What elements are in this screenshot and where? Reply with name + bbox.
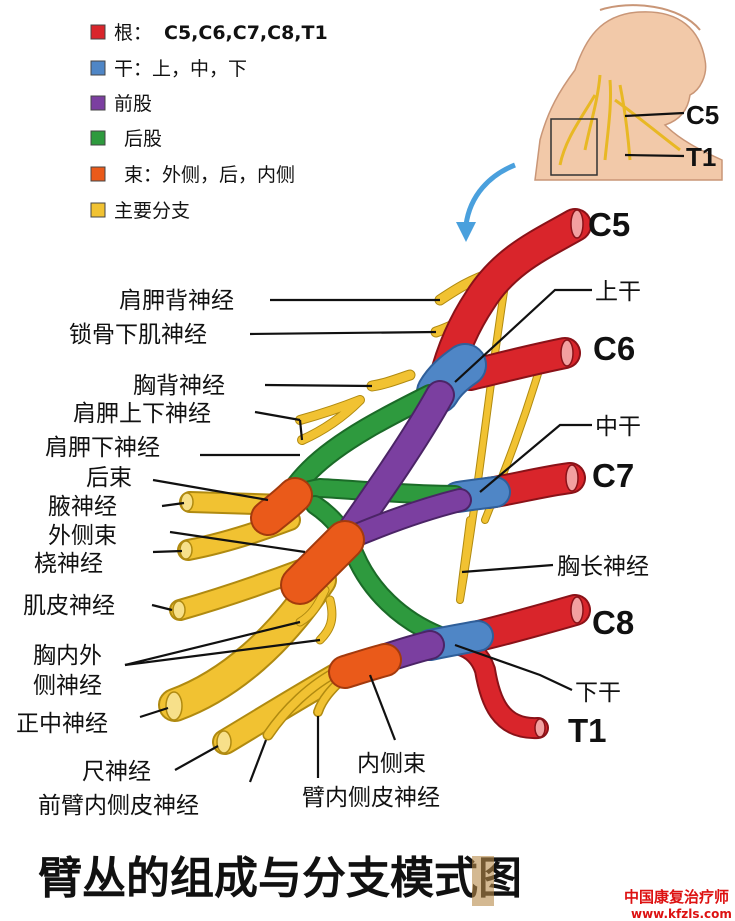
label-musculocutaneous: 肌皮神经 — [23, 593, 115, 619]
axillary-end — [180, 492, 194, 512]
subscapular-bracket — [298, 419, 304, 441]
inset-label-c5: C5 — [686, 100, 719, 130]
watermark: 中国康复治疗师 www.kfzls.com — [472, 856, 732, 921]
watermark-site: 中国康复治疗师 — [624, 888, 729, 906]
label-lateral-cord: 外侧束 — [48, 523, 117, 549]
label-subscapular-upper-lower: 肩胛上下神经 — [73, 401, 211, 427]
radial-leader — [152, 549, 183, 554]
subscapular-branches — [296, 396, 364, 444]
label-pectoral-line2: 侧神经 — [33, 673, 102, 699]
legend-label-cord: 束：外侧，后，内侧 — [124, 164, 295, 186]
arrow-head — [456, 222, 476, 242]
axillary-leader — [161, 501, 185, 508]
label-lower-subscapular: 肩胛下神经 — [45, 435, 160, 461]
median-end — [165, 691, 183, 721]
c8-end — [570, 596, 584, 624]
diagram-title: 臂丛的组成与分支模式图 — [38, 853, 522, 904]
t1-end — [534, 718, 546, 738]
legend-label-posterior: 后股 — [124, 128, 162, 150]
label-radial: 桡神经 — [34, 551, 103, 577]
leader-lines — [124, 288, 592, 783]
neck-silhouette — [534, 11, 723, 181]
arrow-shaft — [463, 162, 516, 226]
ulnar-end — [216, 730, 232, 754]
label-dorsal-scapular: 肩胛背神经 — [119, 288, 234, 314]
inset-highlight-box — [550, 118, 598, 176]
legend-label-branch: 主要分支 — [114, 200, 190, 222]
root-end-caps — [534, 209, 584, 738]
label-pectoral-line1: 胸内外 — [33, 643, 102, 669]
posterior-cord — [252, 479, 311, 534]
legend-swatch-posterior — [90, 130, 106, 146]
legend-swatch-branch — [90, 202, 106, 218]
label-long-thoracic: 胸长神经 — [557, 554, 649, 580]
legend-swatch-trunk — [90, 60, 106, 76]
medial-cord — [330, 645, 400, 687]
label-t1: T1 — [568, 712, 607, 749]
label-upper-trunk: 上干 — [595, 279, 641, 305]
label-middle-trunk: 中干 — [595, 414, 641, 440]
legend: 根： C5,C6,C7,C8,T1 干：上，中，下 前股 后股 束：外侧，后，内… — [90, 22, 328, 222]
label-ulnar: 尺神经 — [82, 759, 151, 785]
legend-swatch-anterior — [90, 95, 106, 111]
subscapular-leader — [254, 410, 301, 422]
inset-label-t1: T1 — [686, 142, 716, 172]
legend-label-anterior: 前股 — [114, 93, 152, 115]
pectoral-branches — [296, 586, 336, 644]
labels: C5 C6 C7 C8 T1 上干 中干 下干 胸长神经 肩胛背神经 锁骨下肌神… — [16, 206, 649, 819]
pectoral-leader-1 — [124, 620, 301, 667]
zoom-arrow — [456, 162, 516, 242]
posterior-division-lower — [307, 497, 448, 644]
label-c7: C7 — [592, 457, 634, 494]
inset-nerves — [558, 74, 681, 166]
watermark-seal — [472, 856, 494, 906]
label-axillary: 腋神经 — [48, 494, 117, 520]
label-lower-trunk: 下干 — [575, 680, 621, 706]
c5-end — [570, 209, 584, 239]
lateral-cord — [282, 522, 363, 603]
legend-root-values: C5,C6,C7,C8,T1 — [164, 22, 328, 44]
label-c8: C8 — [592, 604, 634, 641]
legend-label-root: 根： — [114, 22, 152, 44]
lateral-cord-leader — [169, 530, 306, 554]
posterior-cord-leader — [152, 478, 269, 502]
label-thoracodorsal: 胸背神经 — [133, 373, 225, 399]
medial-cord-leader — [368, 674, 397, 741]
medial-antebrachial-leader — [248, 739, 268, 783]
subclavius-leader — [249, 330, 437, 336]
thoracodorsal-branch — [367, 370, 415, 391]
musculocutaneous-leader — [151, 603, 173, 612]
pectoral-leader-2 — [124, 638, 321, 667]
legend-swatch-root — [90, 24, 106, 40]
label-medial-cord: 内侧束 — [357, 751, 426, 777]
label-median: 正中神经 — [16, 711, 108, 737]
plexus — [158, 208, 592, 755]
musculocutaneous-end — [172, 600, 186, 620]
c6-end — [560, 339, 574, 367]
lower-trunk-leader — [454, 643, 573, 691]
upper-trunk-leader — [454, 288, 592, 383]
legend-label-trunk: 干：上，中，下 — [114, 58, 247, 80]
label-medial-brachial: 臂内侧皮神经 — [302, 785, 440, 811]
long-thoracic-leader — [461, 563, 554, 574]
label-c5: C5 — [588, 206, 630, 243]
c7-end — [565, 464, 579, 492]
inset-c5-leader — [624, 111, 685, 118]
watermark-url: www.kfzls.com — [631, 907, 732, 921]
inset-t1-leader — [624, 153, 685, 158]
label-subclavius: 锁骨下肌神经 — [69, 322, 207, 348]
median-leader — [139, 706, 169, 719]
legend-swatch-cord — [90, 166, 106, 182]
neck-inset: C5 T1 — [516, 4, 723, 181]
label-medial-antebrachial: 前臂内侧皮神经 — [38, 793, 199, 819]
label-posterior-cord: 后束 — [86, 465, 132, 491]
label-c6: C6 — [593, 330, 635, 367]
head-outline — [599, 4, 701, 31]
ulnar-leader — [174, 745, 219, 771]
thoracodorsal-leader — [264, 383, 373, 388]
middle-trunk-leader — [479, 423, 592, 493]
